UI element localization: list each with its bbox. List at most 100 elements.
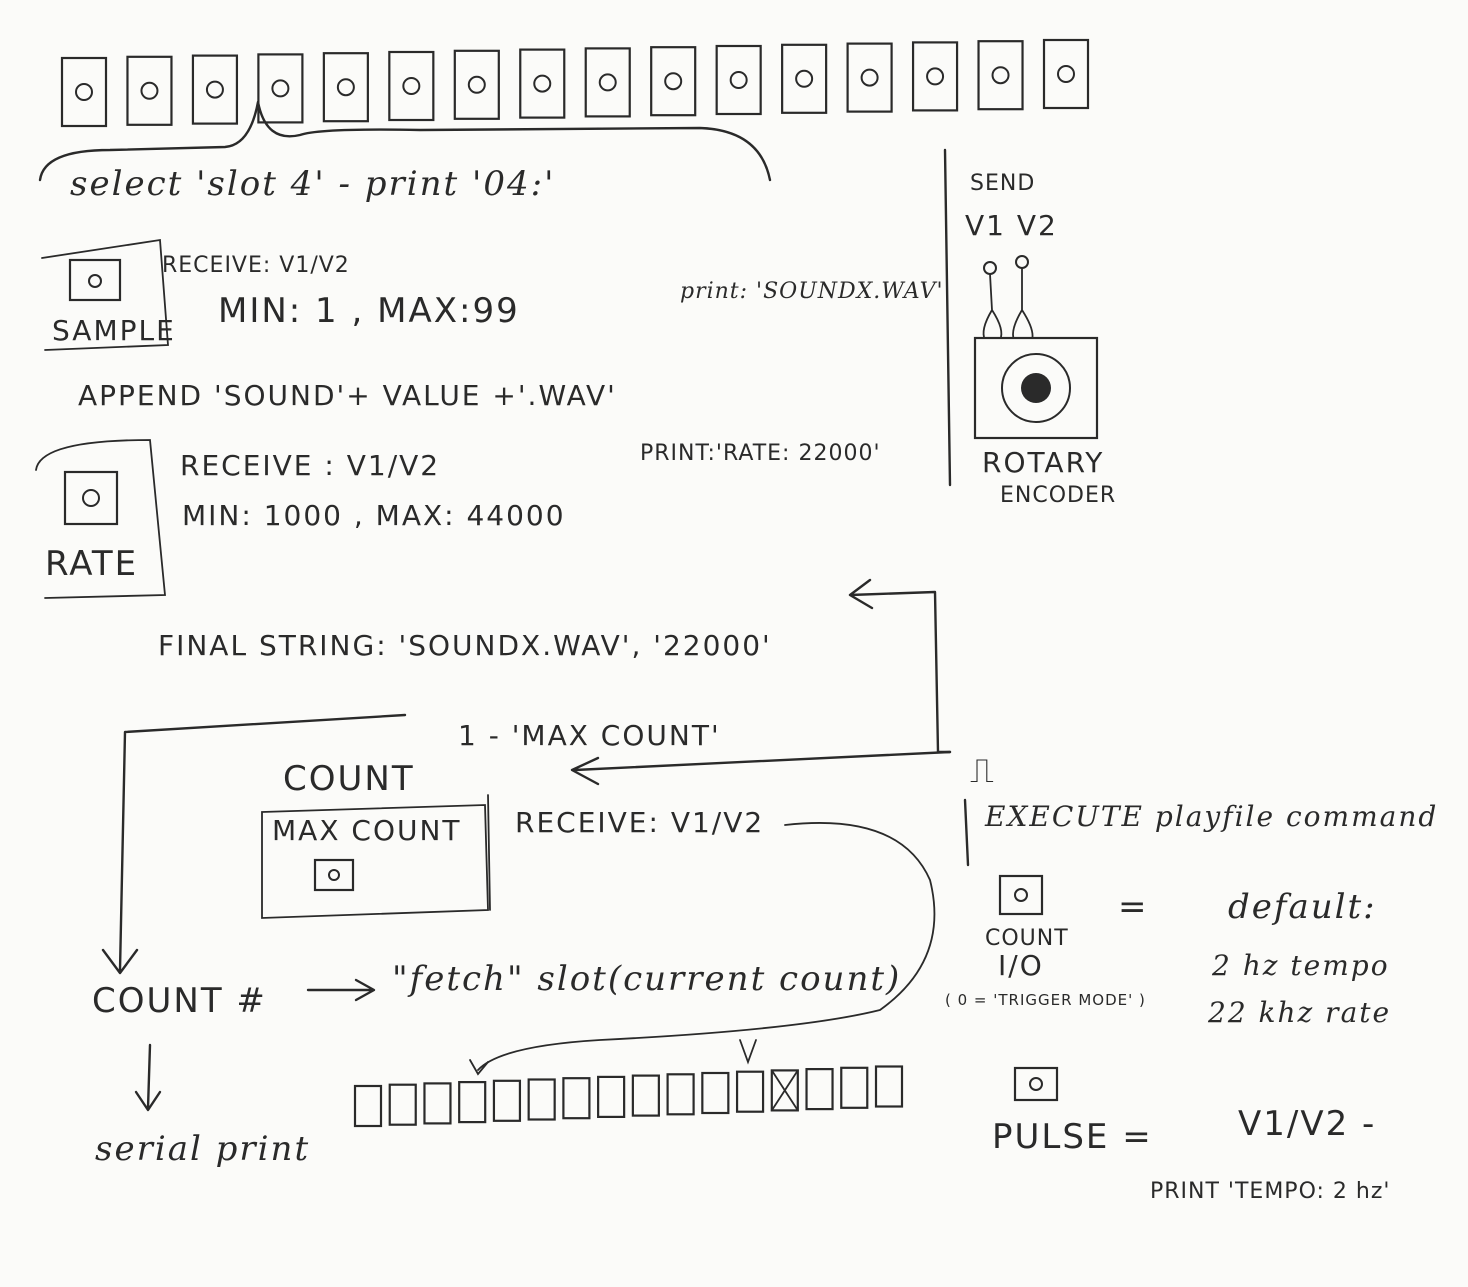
top-pad-icon bbox=[271, 79, 290, 98]
top-pad bbox=[584, 47, 631, 118]
encoder-label-1: ROTARY bbox=[982, 446, 1104, 479]
top-pad-icon bbox=[533, 74, 552, 93]
rate-pad-icon bbox=[82, 489, 100, 507]
default-tempo: 2 hz tempo bbox=[1211, 949, 1390, 982]
top-pad bbox=[715, 44, 762, 116]
top-pad-icon bbox=[664, 72, 683, 91]
sample-label: SAMPLE bbox=[52, 314, 176, 347]
count-pad bbox=[313, 858, 355, 892]
top-pad-icon bbox=[795, 69, 814, 88]
count-arrow-line bbox=[570, 750, 952, 786]
pulse-label: PULSE = bbox=[992, 1117, 1153, 1157]
top-pad-icon bbox=[598, 73, 617, 92]
top-pad-icon bbox=[140, 81, 159, 100]
slot bbox=[805, 1067, 834, 1111]
count-receive: RECEIVE: V1/V2 bbox=[515, 806, 764, 839]
rate-section: RATE RECEIVE : V1/V2 MIN: 1000 , MAX: 44… bbox=[35, 439, 881, 599]
slot-cross-mark bbox=[770, 1069, 799, 1112]
rate-print: PRINT:'RATE: 22000' bbox=[640, 441, 881, 466]
top-pad bbox=[322, 52, 369, 123]
sample-append: APPEND 'SOUND'+ VALUE +'.WAV' bbox=[78, 379, 617, 412]
sample-receive: RECEIVE: V1/V2 bbox=[162, 253, 350, 278]
select-caption: select 'slot 4' - print '04:' bbox=[70, 164, 555, 204]
encoder-send: SEND bbox=[970, 171, 1035, 196]
rate-pad bbox=[63, 470, 119, 526]
encoder-knob-inner bbox=[1021, 373, 1051, 403]
serial-text: serial print bbox=[95, 1129, 310, 1169]
sample-box bbox=[41, 238, 169, 351]
encoder-channels: V1 V2 bbox=[965, 209, 1058, 242]
rotary-encoder: SEND V1 V2 ROTARY ENCODER bbox=[965, 171, 1116, 508]
top-pad-icon bbox=[1057, 65, 1075, 83]
rate-box bbox=[35, 439, 166, 599]
count-section: COUNT MAX COUNT RECEIVE: V1/V2 bbox=[261, 759, 764, 919]
top-pad-icon bbox=[75, 83, 93, 101]
pulse-pad-icon bbox=[1029, 1077, 1043, 1091]
rate-label: RATE bbox=[45, 544, 138, 584]
top-pad bbox=[846, 42, 893, 113]
count-io-mode: ( 0 = 'TRIGGER MODE' ) bbox=[945, 991, 1146, 1009]
count-pad-icon bbox=[328, 869, 340, 881]
top-pad bbox=[191, 54, 239, 125]
slot bbox=[423, 1082, 452, 1125]
top-pad bbox=[519, 48, 566, 119]
pulse-pad bbox=[1013, 1066, 1059, 1102]
bottom-slot-row bbox=[353, 1065, 904, 1128]
slot-filled bbox=[458, 1080, 487, 1124]
serial-arrow bbox=[134, 1043, 162, 1112]
slot bbox=[874, 1065, 904, 1108]
top-pad bbox=[781, 43, 828, 114]
top-pad-icon bbox=[467, 75, 486, 94]
divider-line bbox=[943, 148, 952, 487]
default-title: default: bbox=[1228, 887, 1377, 927]
receive-curve bbox=[477, 822, 936, 1071]
count-io-pad-icon bbox=[1014, 888, 1028, 902]
top-pad-icon bbox=[860, 68, 879, 87]
return-arrow bbox=[848, 578, 970, 867]
top-pad-icon bbox=[991, 66, 1010, 85]
slot bbox=[562, 1077, 591, 1120]
rate-range: MIN: 1000 , MAX: 44000 bbox=[182, 499, 566, 532]
pulse-print: PRINT 'TEMPO: 2 hz' bbox=[1150, 1179, 1390, 1204]
count-io-section: COUNT I/O ( 0 = 'TRIGGER MODE' ) = defau… bbox=[945, 874, 1391, 1029]
sample-pad bbox=[68, 258, 122, 302]
count-io-label: COUNT bbox=[985, 926, 1069, 951]
top-pad bbox=[453, 49, 500, 120]
sample-section: SAMPLE RECEIVE: V1/V2 MIN: 1 , MAX:99 pr… bbox=[41, 238, 944, 412]
sample-pad-icon bbox=[88, 274, 102, 288]
count-box-label: MAX COUNT bbox=[272, 814, 462, 847]
count-io-io: I/O bbox=[998, 949, 1044, 982]
top-pad bbox=[126, 55, 173, 126]
count-hash: COUNT # bbox=[92, 981, 267, 1021]
count-box bbox=[261, 804, 489, 919]
sample-print: print: 'SOUNDX.WAV' bbox=[680, 279, 944, 304]
sample-range: MIN: 1 , MAX:99 bbox=[218, 291, 520, 331]
default-rate: 22 khz rate bbox=[1207, 996, 1391, 1029]
slot bbox=[840, 1066, 869, 1109]
encoder-knob-outer bbox=[1001, 353, 1071, 423]
top-pad-row bbox=[60, 38, 1090, 128]
fetch-arrow bbox=[306, 978, 376, 1002]
final-string: FINAL STRING: 'SOUNDX.WAV', '22000' bbox=[158, 629, 772, 662]
slot bbox=[666, 1073, 695, 1116]
pulse-section: PULSE = V1/V2 - PRINT 'TEMPO: 2 hz' bbox=[992, 1066, 1390, 1204]
slot bbox=[353, 1084, 383, 1128]
rate-receive: RECEIVE : V1/V2 bbox=[180, 449, 440, 482]
slot bbox=[527, 1078, 556, 1121]
count-range: 1 - 'MAX COUNT' bbox=[458, 719, 721, 752]
slot bbox=[492, 1079, 522, 1122]
slot bbox=[388, 1083, 417, 1126]
execute-text: EXECUTE playfile command bbox=[984, 800, 1438, 833]
top-pad bbox=[977, 40, 1024, 111]
fetch-text: "fetch" slot(current count) bbox=[392, 959, 901, 999]
count-io-eq: = bbox=[1118, 887, 1149, 927]
count-title: COUNT bbox=[283, 759, 415, 799]
top-pad-icon bbox=[205, 80, 224, 99]
selection-bracket bbox=[38, 100, 772, 182]
encoder-label-2: ENCODER bbox=[1000, 483, 1116, 508]
count-io-pad bbox=[998, 874, 1044, 916]
top-pad bbox=[650, 46, 697, 117]
top-pad-icon bbox=[729, 71, 748, 89]
top-pad bbox=[1042, 38, 1090, 110]
